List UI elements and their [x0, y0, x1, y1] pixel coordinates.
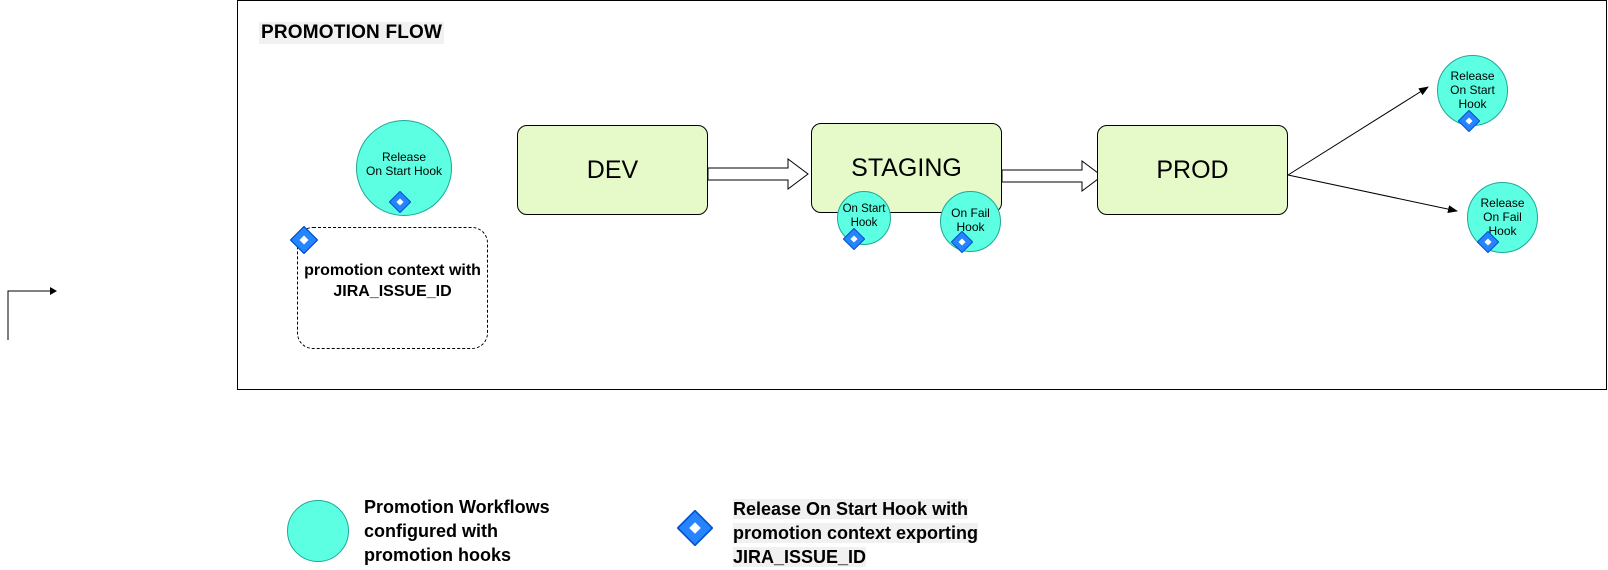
hook-label-line: Release	[1480, 195, 1525, 210]
stage-prod: PROD	[1097, 125, 1288, 215]
hook-label-line: On Fail	[951, 205, 990, 220]
hook-label-line: On Start	[1450, 82, 1495, 97]
hook-label-line: Hook	[1458, 96, 1487, 111]
context-label-line: promotion context with	[304, 261, 481, 279]
jira-diamond-icon	[677, 510, 713, 546]
hook-label-line: Hook	[850, 217, 878, 229]
legend-jira-text: Release On Start Hook with promotion con…	[733, 497, 1033, 569]
jira-diamond-icon	[1458, 110, 1480, 132]
hook-label-line: On Start Hook	[365, 164, 443, 178]
promotion-flow-frame	[237, 0, 1607, 390]
hook-label-line: On Fail	[1483, 209, 1522, 224]
jira-diamond-icon	[1477, 231, 1499, 253]
hook-label-line: Hook	[956, 219, 985, 234]
legend-line: Release On Start Hook with	[733, 499, 969, 519]
hook-label-line: On Start	[842, 203, 886, 215]
jira-diamond-icon	[290, 226, 318, 254]
hook-label-line: Hook	[1488, 223, 1517, 238]
stage-dev: DEV	[517, 125, 708, 215]
jira-diamond-icon	[389, 191, 411, 213]
legend-line: promotion hooks	[364, 545, 511, 565]
hook-label-line: Release	[1450, 68, 1495, 83]
legend-line: JIRA_ISSUE_ID	[733, 547, 867, 567]
jira-diamond-icon	[843, 228, 865, 250]
legend-hook-text: Promotion Workflows configured with prom…	[364, 495, 594, 567]
legend-line: Promotion Workflows	[364, 497, 550, 517]
stage-staging: STAGING	[811, 123, 1002, 213]
legend-line: configured with	[364, 521, 498, 541]
context-label-line: JIRA_ISSUE_ID	[333, 282, 452, 300]
elbow-arrow-icon	[7, 290, 52, 340]
legend-hook-circle	[287, 500, 349, 562]
legend-line: promotion context exporting	[733, 523, 978, 543]
jira-diamond-icon	[951, 231, 973, 253]
hook-label-line: Release	[381, 150, 427, 164]
diagram-title: PROMOTION FLOW	[259, 22, 445, 44]
